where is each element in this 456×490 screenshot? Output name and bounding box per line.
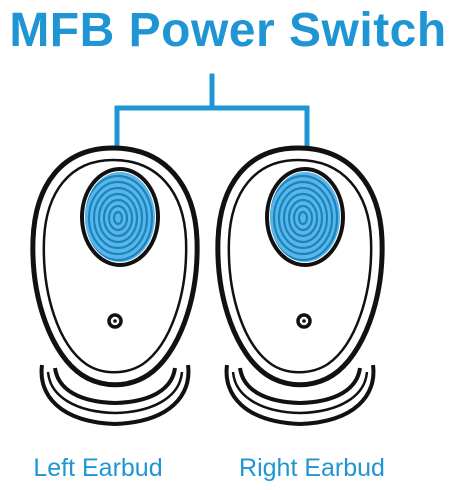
page-title: MFB Power Switch (9, 4, 447, 57)
right-earbud-label: Right Earbud (239, 454, 385, 482)
right-microphone-hole-icon (296, 313, 312, 329)
right-earbud (215, 145, 385, 427)
left-earbud (30, 145, 200, 427)
right-ear-tip (224, 364, 376, 427)
left-touch-pad[interactable] (79, 167, 160, 267)
left-ear-tip (39, 364, 191, 427)
left-microphone-hole-icon (107, 313, 123, 329)
right-touch-pad[interactable] (264, 167, 345, 267)
left-earbud-label: Left Earbud (33, 454, 163, 482)
